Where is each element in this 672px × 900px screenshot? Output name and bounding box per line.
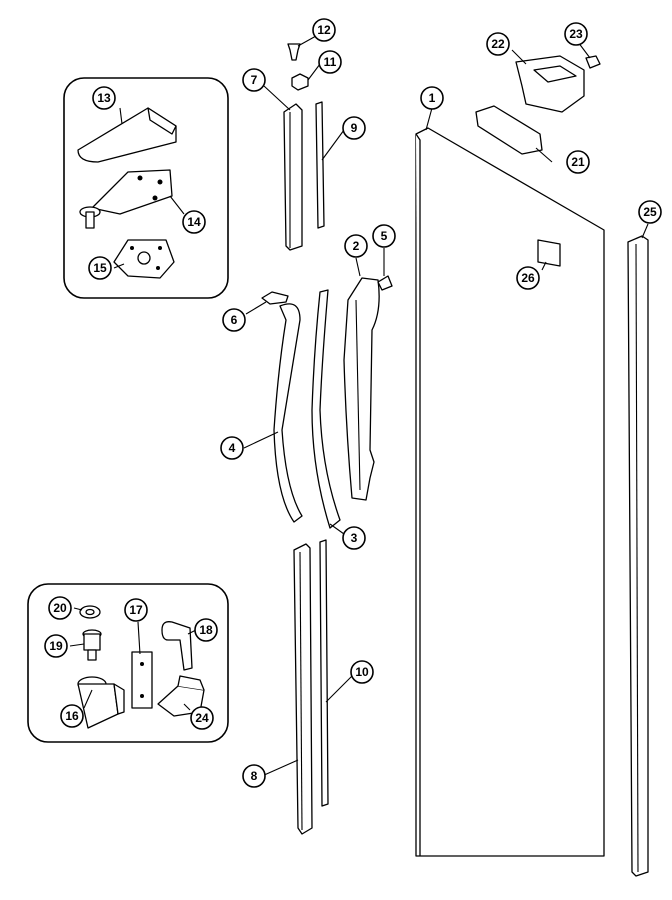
door-stop-part — [157, 685, 205, 717]
svg-text:2: 2 — [353, 239, 360, 253]
callout-26: 26 — [516, 266, 540, 290]
washer-hole — [85, 608, 95, 616]
callout-10: 10 — [350, 660, 374, 684]
svg-text:7: 7 — [251, 73, 258, 87]
trim-10-part — [319, 539, 329, 807]
callout-3: 3 — [342, 526, 366, 550]
callout-20: 20 — [48, 596, 72, 620]
callout-24: 24 — [190, 706, 214, 730]
callout-11: 11 — [318, 50, 342, 74]
plate-hole-2 — [140, 694, 144, 698]
callout-7: 7 — [242, 68, 266, 92]
callout-22: 22 — [486, 32, 510, 56]
svg-text:22: 22 — [491, 37, 505, 51]
bracket-21-part — [475, 105, 543, 155]
block-22-top — [533, 65, 577, 83]
hinge-hole-2 — [157, 179, 163, 185]
callout-17: 17 — [124, 598, 148, 622]
svg-text:8: 8 — [251, 769, 258, 783]
label-26-part — [537, 239, 561, 267]
hinge-cover-edge — [147, 107, 177, 135]
clip-5-part — [377, 275, 393, 291]
svg-text:5: 5 — [381, 229, 388, 243]
hinge-hole-3 — [152, 195, 158, 201]
hinge-plate-part — [131, 651, 153, 709]
callout-18: 18 — [194, 618, 218, 642]
top-hinge-part — [91, 169, 173, 215]
trim-8-edge — [299, 551, 303, 831]
shim-hole-3 — [156, 266, 160, 270]
svg-text:23: 23 — [569, 27, 583, 41]
svg-text:6: 6 — [231, 313, 238, 327]
trim-7-part — [283, 103, 303, 251]
handle-3-part — [311, 289, 341, 529]
callout-2: 2 — [344, 234, 368, 258]
svg-text:20: 20 — [53, 601, 67, 615]
gasket-25-part — [627, 235, 649, 877]
callout-13: 13 — [92, 86, 116, 110]
hinge-hole-1 — [137, 175, 143, 181]
clip-23-part — [585, 55, 601, 69]
svg-text:25: 25 — [643, 205, 657, 219]
svg-text:17: 17 — [129, 603, 143, 617]
shim-hole-2 — [158, 246, 162, 250]
screw-12-part — [287, 43, 301, 61]
svg-text:21: 21 — [571, 155, 585, 169]
callout-6: 6 — [222, 308, 246, 332]
svg-text:12: 12 — [317, 23, 331, 37]
callout-15: 15 — [88, 256, 112, 280]
svg-text:24: 24 — [195, 711, 209, 725]
callout-1: 1 — [420, 86, 444, 110]
bushing-stem — [87, 649, 97, 661]
bottom-hinge-side — [113, 683, 125, 715]
callout-14: 14 — [182, 210, 206, 234]
svg-text:15: 15 — [93, 261, 107, 275]
screw-6-part — [261, 291, 289, 305]
callout-16: 16 — [60, 704, 84, 728]
svg-text:3: 3 — [351, 531, 358, 545]
svg-text:18: 18 — [199, 623, 213, 637]
callout-4: 4 — [220, 436, 244, 460]
callout-25: 25 — [638, 200, 662, 224]
svg-text:10: 10 — [355, 665, 369, 679]
callout-5: 5 — [372, 224, 396, 248]
svg-text:9: 9 — [351, 121, 358, 135]
plate-hole-1 — [140, 662, 144, 666]
gasket-25-edge — [635, 243, 639, 873]
hinge-pin — [85, 211, 95, 229]
svg-text:4: 4 — [229, 441, 236, 455]
callout-12: 12 — [312, 18, 336, 42]
svg-text:26: 26 — [521, 271, 535, 285]
trim-8-part — [293, 543, 313, 835]
handle-2-part — [343, 277, 380, 501]
shim-hole-1 — [130, 246, 134, 250]
callout-23: 23 — [564, 22, 588, 46]
svg-text:1: 1 — [429, 91, 436, 105]
hinge-bracket-part — [161, 621, 193, 671]
trim-9-part — [315, 101, 325, 229]
handle-2-inner — [355, 299, 361, 491]
door-panel-part — [415, 127, 605, 857]
shim-center-hole — [137, 251, 151, 265]
svg-text:14: 14 — [187, 215, 201, 229]
callout-21: 21 — [566, 150, 590, 174]
callout-8: 8 — [242, 764, 266, 788]
door-panel-edge — [415, 133, 421, 856]
svg-text:16: 16 — [65, 709, 79, 723]
callout-9: 9 — [342, 116, 366, 140]
svg-text:13: 13 — [97, 91, 111, 105]
block-22-part — [515, 55, 585, 113]
bushing-body — [83, 633, 101, 651]
cap-11-part — [291, 73, 309, 91]
door-stop-flange — [177, 675, 205, 691]
svg-text:11: 11 — [324, 55, 337, 69]
callout-19: 19 — [44, 634, 68, 658]
svg-text:19: 19 — [49, 639, 63, 653]
handle-4-part — [273, 303, 303, 523]
